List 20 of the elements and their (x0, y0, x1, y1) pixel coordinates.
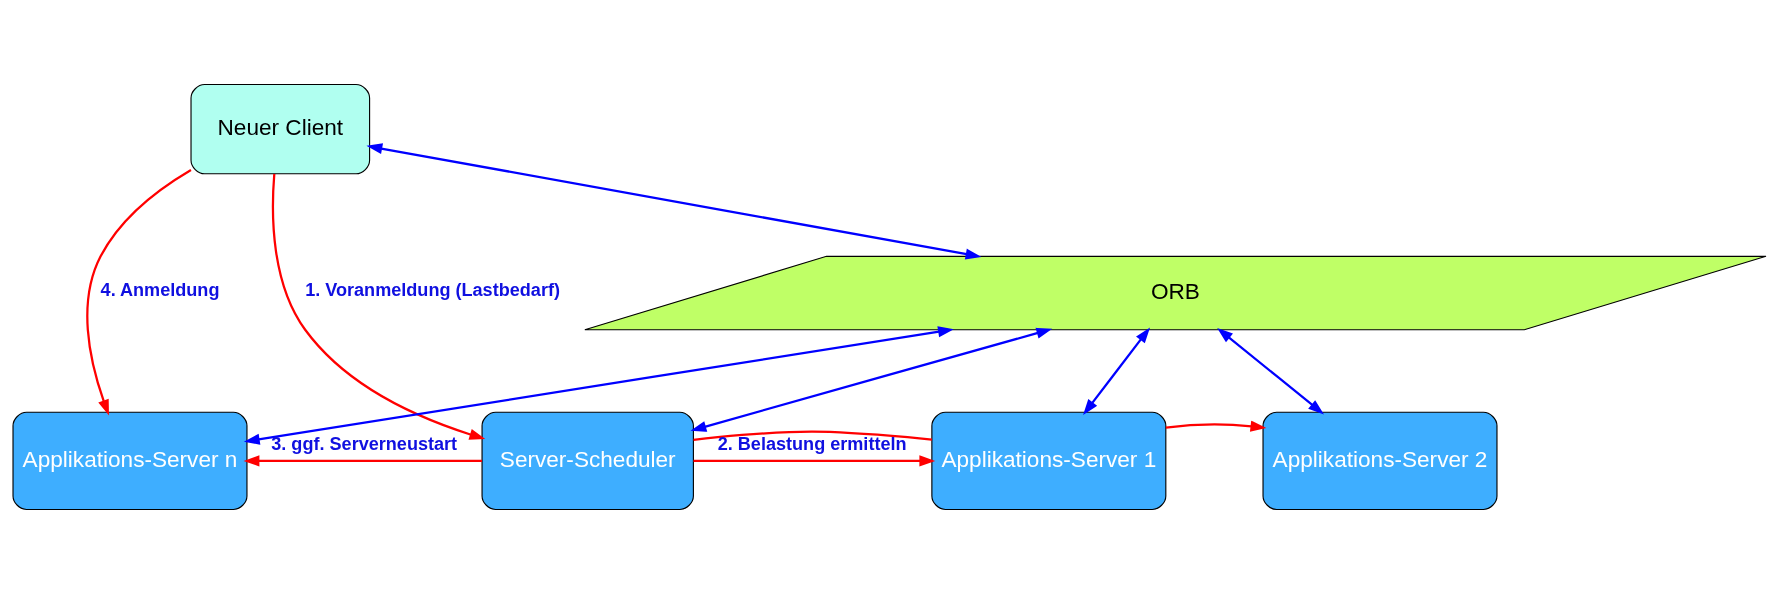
arrow (690, 327, 1053, 432)
node-box: Neuer Client (190, 83, 371, 174)
edge-label: 1. Voranmeldung (Lastbedarf) (305, 279, 560, 300)
node-box: Server-Scheduler (481, 411, 694, 510)
connector (693, 430, 932, 441)
arrow (693, 454, 936, 466)
arrow (271, 173, 486, 440)
arrow (1165, 420, 1267, 432)
arrow (86, 168, 192, 415)
node-box: Applikations-Server 2 (1262, 411, 1498, 510)
arrow (1217, 327, 1324, 414)
node-box: Applikations-Server n (12, 411, 248, 510)
edge-label: 2. Belastung ermitteln (717, 433, 907, 454)
arrow (243, 454, 482, 466)
node-box: Applikations-Server 1 (931, 411, 1167, 510)
arrow (366, 142, 982, 260)
arrow (243, 325, 954, 445)
arrow (1083, 326, 1151, 415)
edge-label: 3. ggf. Serverneustart (271, 433, 458, 454)
edge-label: 4. Anmeldung (100, 279, 220, 300)
